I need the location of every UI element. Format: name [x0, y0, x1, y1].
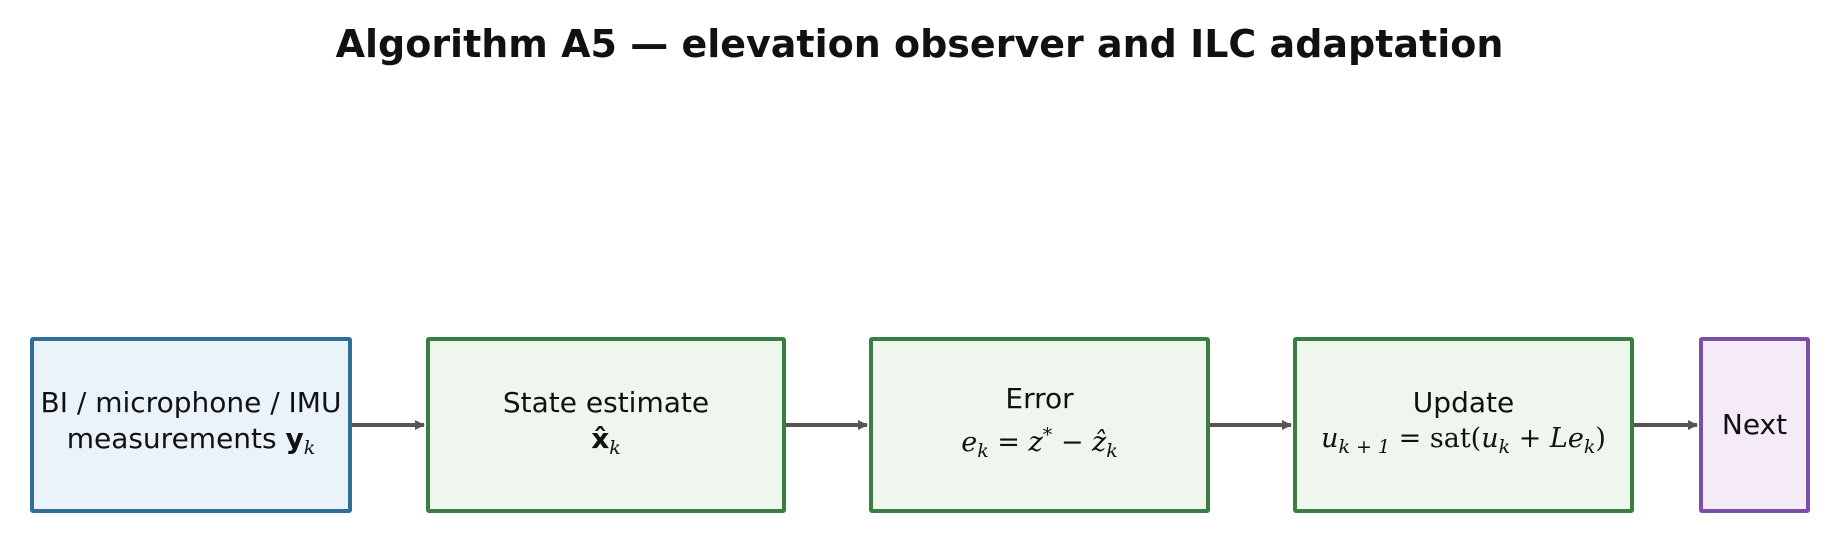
update-arg-subscript: k [1498, 436, 1511, 458]
error-equals: = [988, 427, 1029, 458]
measurements-line1: BI / microphone / IMU [40, 385, 342, 419]
error-reference-superscript: * [1042, 424, 1053, 446]
error-estimate-subscript: k [1106, 440, 1118, 462]
measurements-line2: measurements yk [67, 421, 316, 466]
update-equals: = [1390, 423, 1430, 454]
measurements-node: BI / microphone / IMU measurements yk [30, 337, 352, 513]
update-function: sat( [1429, 423, 1482, 454]
update-gain-subscript: k [1583, 436, 1596, 458]
measurement-vector-subscript: k [303, 436, 316, 459]
update-close-paren: ) [1595, 423, 1606, 454]
state-estimate-node: State estimate x̂k [426, 337, 786, 513]
update-lhs: u [1321, 423, 1339, 454]
diagram-title: Algorithm A5 — elevation observer and IL… [335, 22, 1504, 66]
update-formula: uk + 1 = sat(uk + Lek) [1321, 421, 1606, 465]
next-node: Next [1699, 337, 1810, 513]
error-formula: ek = z* − ẑk [961, 417, 1118, 469]
update-plus: + [1510, 423, 1550, 454]
update-node: Update uk + 1 = sat(uk + Lek) [1293, 337, 1634, 513]
error-lhs-subscript: k [977, 440, 989, 462]
state-estimate-subscript: k [609, 436, 621, 459]
error-node: Error ek = z* − ẑk [869, 337, 1210, 513]
next-label: Next [1721, 408, 1788, 441]
measurements-text: measurements [66, 421, 286, 455]
update-label: Update [1412, 386, 1515, 419]
error-minus: − [1052, 427, 1093, 458]
error-label: Error [1005, 382, 1074, 415]
state-estimate-formula: x̂k [591, 421, 621, 466]
update-gain-term: Le [1549, 423, 1584, 454]
error-reference: z [1028, 427, 1043, 458]
state-estimate-label: State estimate [502, 385, 710, 419]
update-lhs-subscript: k + 1 [1338, 436, 1391, 458]
state-estimate-symbol: x̂ [591, 421, 610, 455]
error-lhs: e [961, 427, 978, 458]
error-estimate: ẑ [1092, 427, 1107, 458]
measurement-vector-symbol: y [285, 421, 304, 455]
update-arg: u [1481, 423, 1499, 454]
